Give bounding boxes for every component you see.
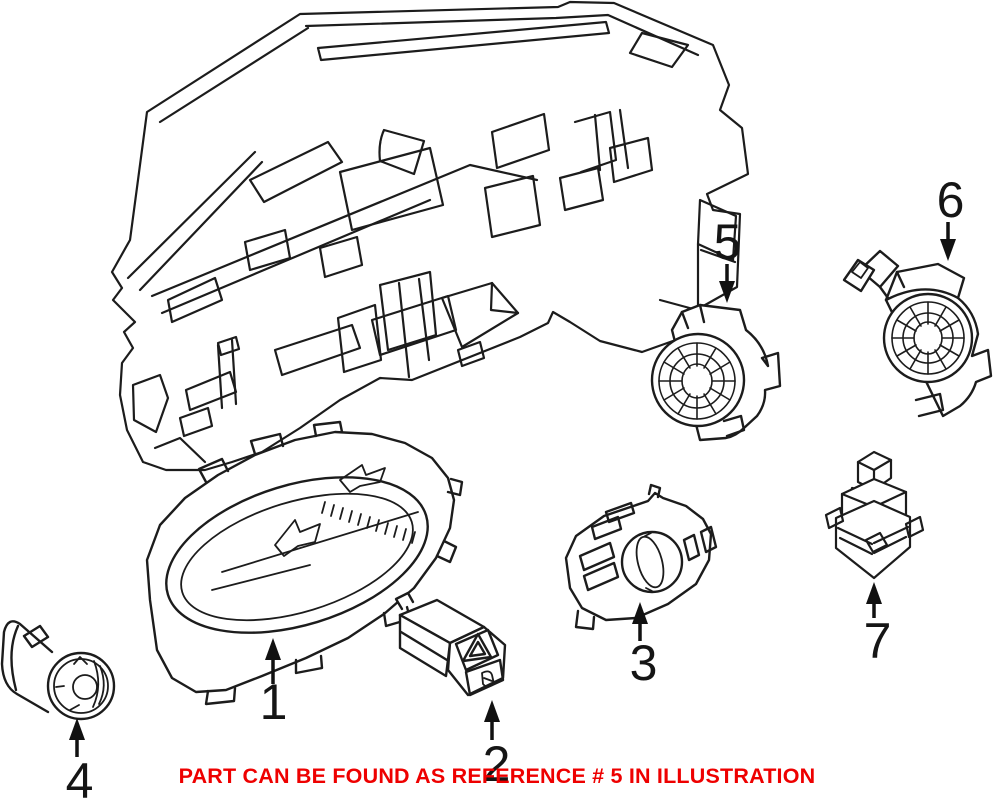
callout-arrow-4	[69, 718, 85, 757]
callout-arrow-6	[940, 222, 956, 261]
instrument-cluster-drawing	[145, 420, 464, 706]
hazard-switch-drawing	[394, 591, 507, 697]
callout-label-3: 3	[629, 635, 658, 691]
start-button-drawing	[0, 620, 116, 721]
callout-arrow-5	[719, 264, 735, 303]
callout-arrow-7	[866, 582, 882, 618]
callout-label-6: 6	[936, 172, 965, 228]
callout-arrow-1	[265, 638, 281, 684]
reference-note: PART CAN BE FOUND AS REFERENCE # 5 IN IL…	[178, 764, 816, 788]
callout-arrow-3	[632, 602, 648, 641]
dashboard-carrier-drawing	[110, 0, 750, 472]
callout-label-7: 7	[863, 613, 892, 669]
callout-label-5: 5	[713, 214, 742, 270]
siren-5-drawing	[650, 303, 782, 442]
callout-arrow-2	[484, 700, 500, 740]
headlight-switch-drawing	[564, 483, 718, 631]
callout-label-2: 2	[482, 736, 511, 792]
relay-7-drawing	[824, 450, 925, 580]
callout-label-1: 1	[259, 674, 288, 730]
callout-label-4: 4	[65, 753, 94, 800]
siren-6-drawing	[842, 249, 993, 418]
